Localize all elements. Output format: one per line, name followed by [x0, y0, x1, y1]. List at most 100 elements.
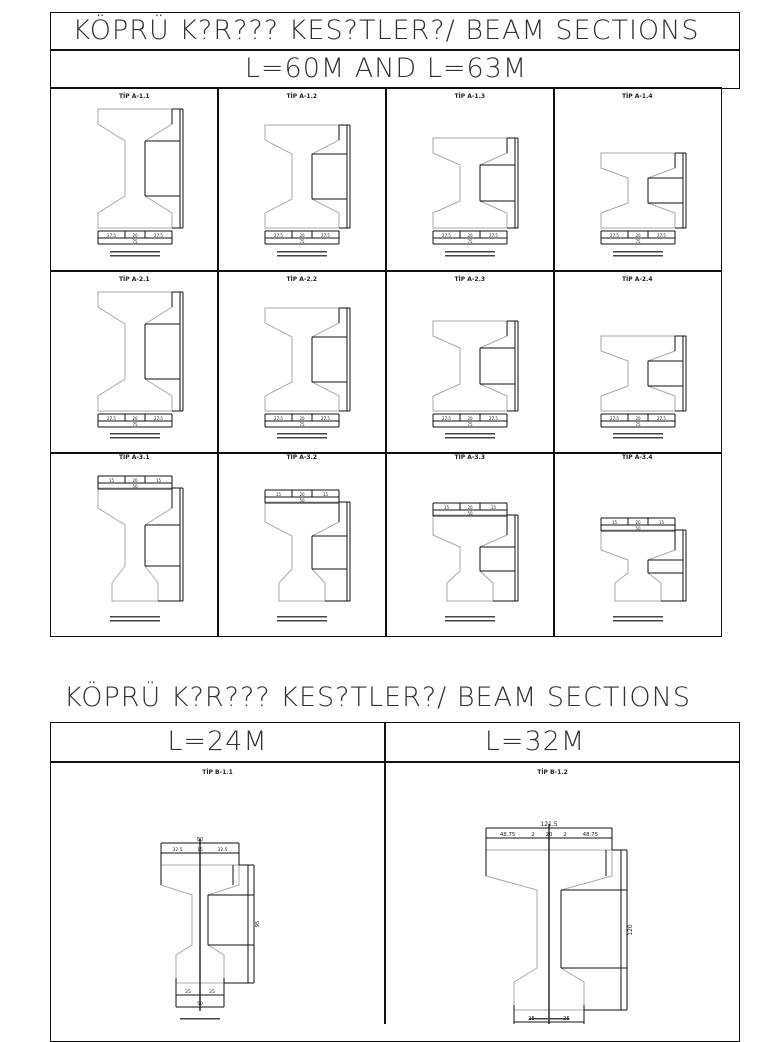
- note-line: [110, 620, 160, 622]
- dimension-label: 27.5: [657, 233, 666, 238]
- dimension-label: 48.75: [583, 832, 598, 838]
- note-line: [613, 433, 663, 435]
- section1-title-row: KÖPRÜ K?R??? KES?TLER?/ BEAM SECTIONS: [50, 12, 740, 51]
- beam-section: [600, 529, 676, 602]
- dimension-label: 15: [197, 847, 203, 853]
- beam-label: TİP A-1.2: [286, 93, 318, 100]
- dimension-label: 15: [323, 492, 329, 497]
- dimension-label: 95: [255, 921, 261, 927]
- beam-label: TİP B-1.1: [202, 769, 233, 776]
- dimension-label: 32.5: [172, 847, 182, 853]
- note-line: [613, 437, 663, 439]
- dimension-label: 27.5: [442, 233, 451, 238]
- dimension-label: 27.5: [321, 233, 330, 238]
- beam-label: TİP A-1.3: [454, 93, 486, 100]
- dimension-label: 75: [635, 239, 641, 244]
- beam-section: [264, 124, 340, 229]
- dimension-label: 50: [635, 526, 641, 531]
- dimension-label: 27.5: [657, 416, 666, 421]
- dimension-label: 50: [197, 1001, 203, 1007]
- beam-drawing: 27.5 20 27.5 75: [264, 124, 351, 257]
- note-line: [110, 433, 160, 435]
- beam-section: [97, 487, 173, 602]
- divider: [50, 761, 740, 763]
- dimension-label: 75: [299, 422, 305, 427]
- dimension-label: 50: [467, 511, 473, 516]
- beam-section: [97, 291, 173, 412]
- dimension-label: 50: [299, 498, 305, 503]
- dimension-label: 27.5: [274, 233, 283, 238]
- note-line: [110, 437, 160, 439]
- note-line: [277, 437, 327, 439]
- dimension-label: 25: [185, 989, 191, 995]
- dimension-label: 32.5: [217, 847, 227, 853]
- beam-label: TİP A-2.4: [621, 276, 653, 283]
- note-line: [110, 255, 160, 257]
- note-line: [613, 616, 663, 618]
- beam-label: TİP B-1.2: [537, 769, 568, 776]
- beam-label: TİP A-2.3: [454, 276, 486, 283]
- dimension-label: 20: [299, 416, 305, 421]
- dimension-label: 75: [132, 239, 138, 244]
- beam-label: TİP A-3.4: [621, 454, 653, 461]
- dimension-label: 75: [299, 239, 305, 244]
- dimension-label: 15: [612, 520, 618, 525]
- beam-label: TİP A-3.3: [454, 454, 486, 461]
- dimension-label: 75: [132, 422, 138, 427]
- dimension-label: 27.5: [489, 416, 498, 421]
- note-line: [277, 255, 327, 257]
- dimension-label: 121.5: [540, 821, 557, 828]
- beam-section: [432, 320, 508, 412]
- dimension-label: 20: [299, 233, 305, 238]
- dimension-label: 27.5: [154, 233, 163, 238]
- note-line: [180, 1018, 220, 1020]
- beam-section: [600, 335, 676, 412]
- beam-section: [432, 137, 508, 229]
- dimension-label: 48.75: [500, 832, 515, 838]
- dimension-label: 20: [132, 416, 138, 421]
- beam-section: [264, 307, 340, 412]
- dimension-label: 2: [531, 832, 534, 838]
- beam-section: [264, 501, 340, 602]
- dimension-label: 20: [467, 416, 473, 421]
- beam-label: TİP A-3.2: [286, 454, 318, 461]
- dimension-label: 20: [467, 505, 473, 510]
- divider: [384, 722, 386, 1024]
- note-line: [445, 620, 495, 622]
- dimension-label: 27.5: [107, 233, 116, 238]
- dimension-label: 15: [156, 478, 162, 483]
- note-line: [110, 616, 160, 618]
- section1-title: KÖPRÜ K?R??? KES?TLER?/ BEAM SECTIONS: [72, 15, 700, 46]
- dimension-label: 20: [467, 233, 473, 238]
- header-l32: L=32M: [484, 726, 586, 757]
- beam-section: [432, 514, 508, 602]
- dimension-label: 50: [132, 484, 138, 489]
- section1-subtitle-row: L=60M AND L=63M: [50, 49, 740, 89]
- dimension-label: 15: [444, 505, 450, 510]
- note-line: [445, 433, 495, 435]
- dimension-label: 15: [276, 492, 282, 497]
- dimension-label: 75: [467, 239, 473, 244]
- note-line: [529, 1018, 569, 1020]
- dimension-label: 75: [635, 422, 641, 427]
- dimension-label: 20: [132, 233, 138, 238]
- section2-title: KÖPRÜ K?R??? KES?TLER?/ BEAM SECTIONS: [64, 682, 692, 713]
- dimension-label: 20: [635, 233, 641, 238]
- dimension-label: 80: [197, 837, 203, 843]
